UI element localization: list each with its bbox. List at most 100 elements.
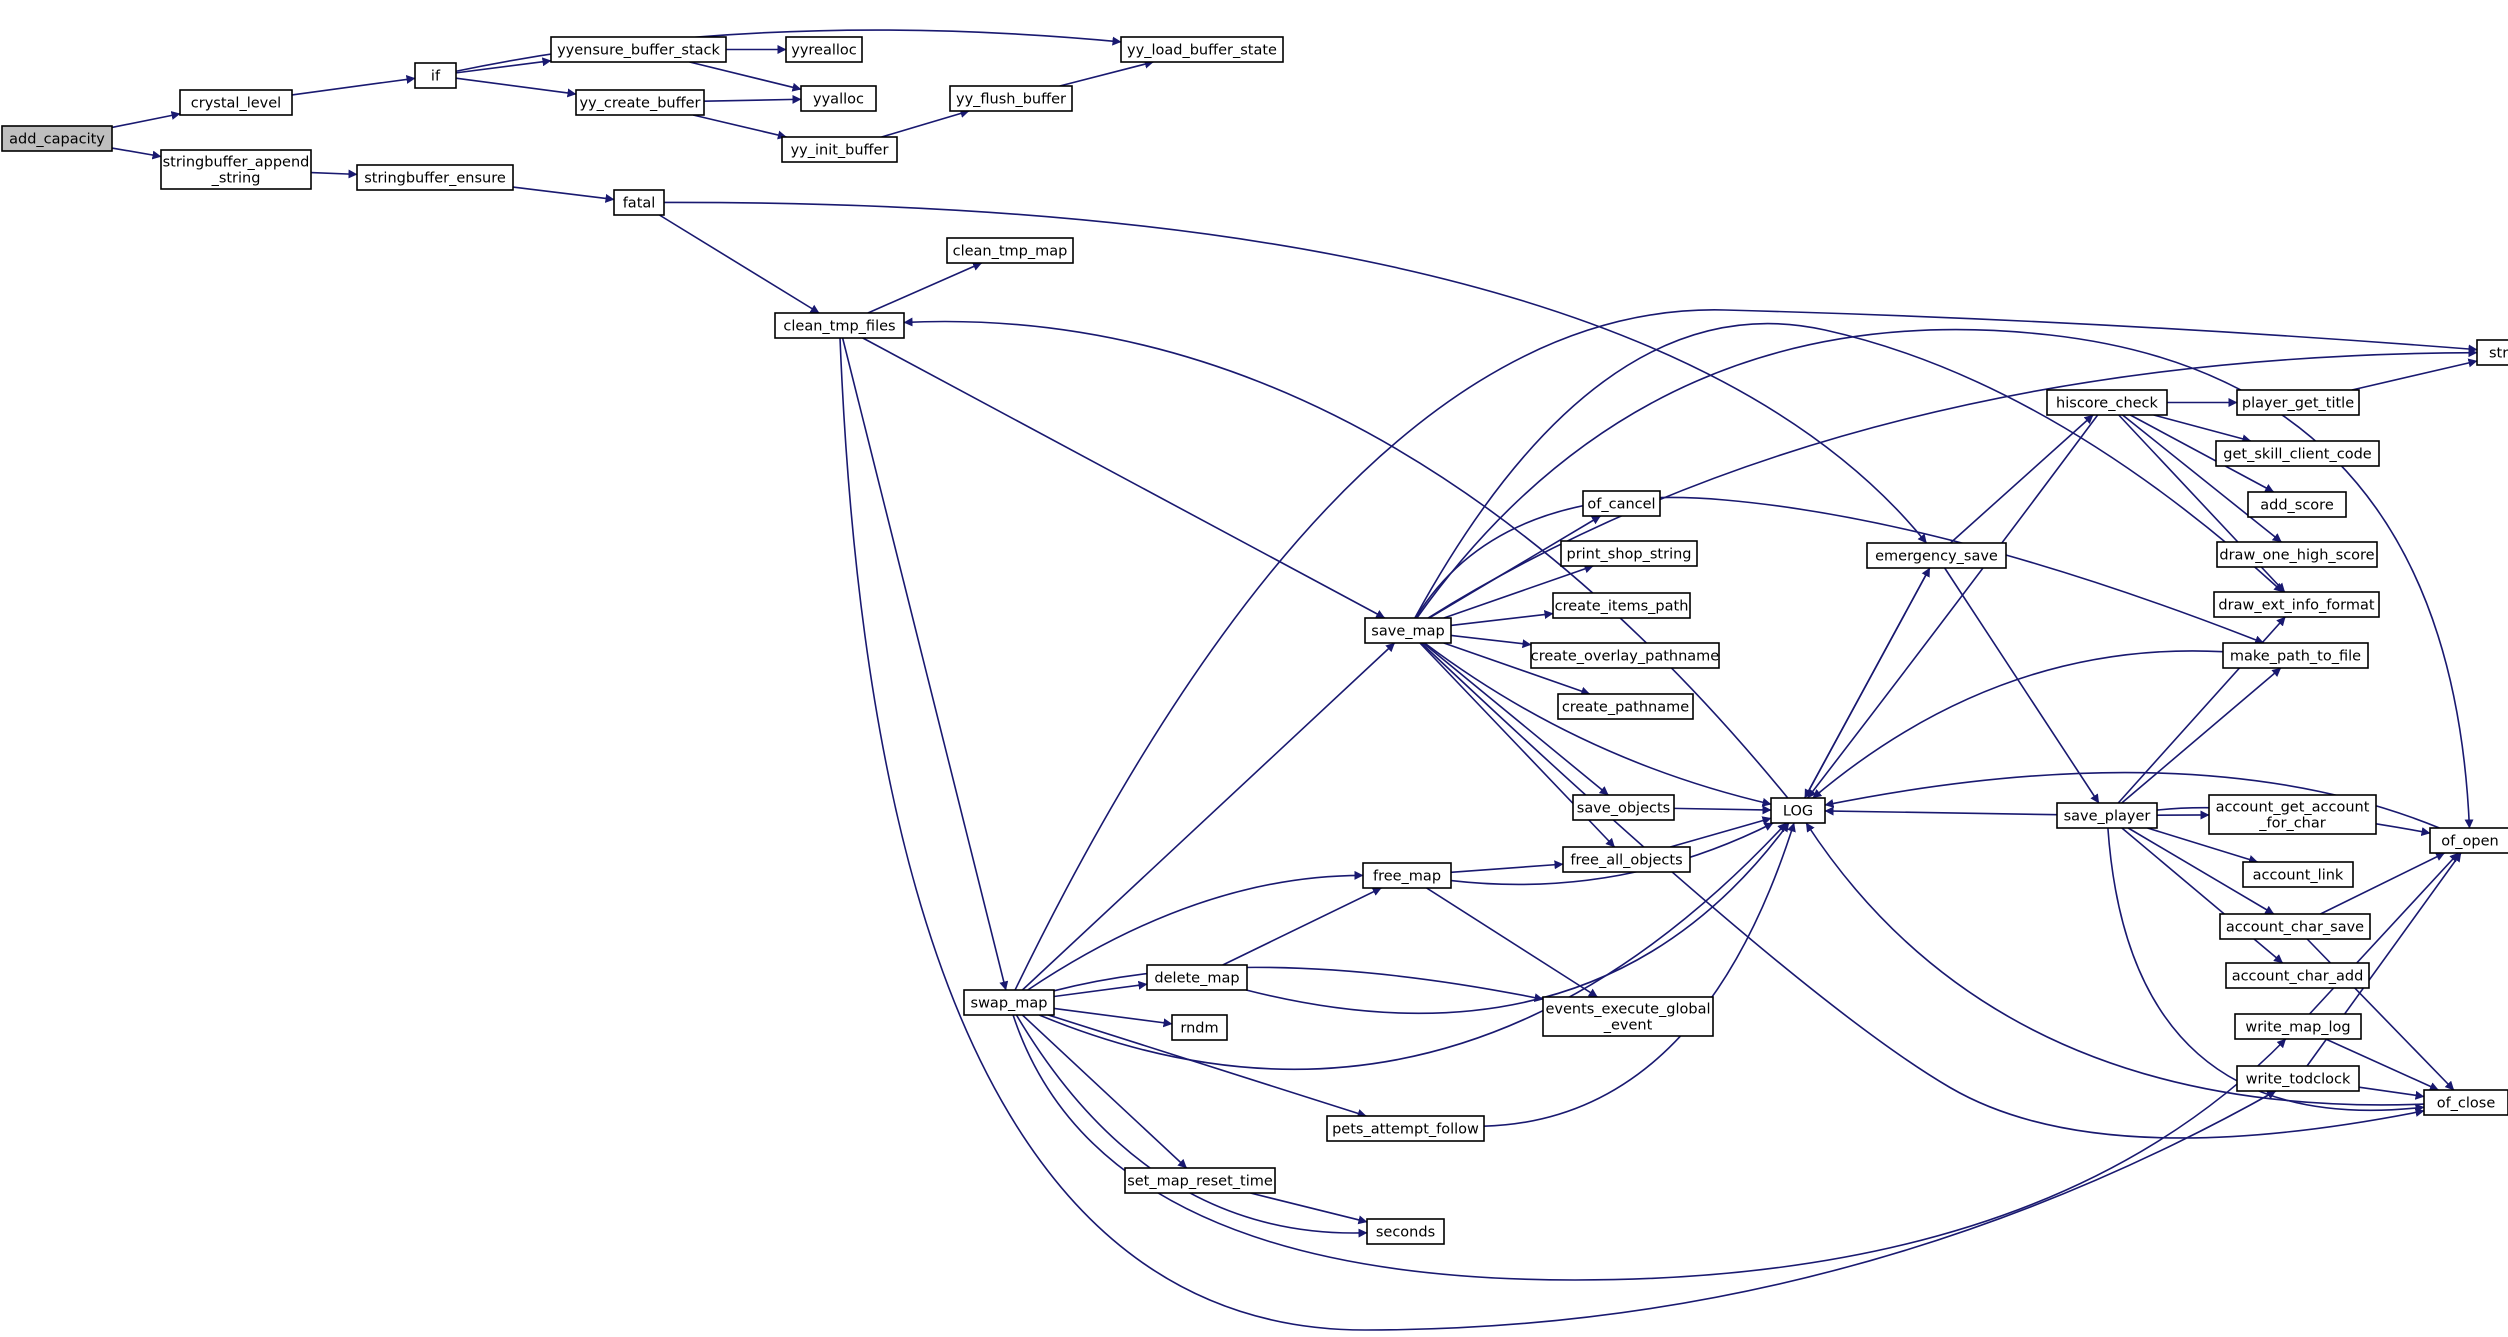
edge-swap_map-to-events_execute_global_event: [1053, 966, 1544, 1003]
node-label-save_player: save_player: [2064, 809, 2151, 825]
node-label-add_capacity: add_capacity: [9, 132, 105, 148]
node-label-emergency_save: emergency_save: [1875, 549, 1998, 565]
edge-emergency_save-to-hiscore_check: [1949, 414, 2094, 544]
node-label-of_close: of_close: [2437, 1096, 2496, 1112]
node-account_link[interactable]: account_link: [2242, 861, 2354, 888]
edge-fatal-to-clean_tmp_files: [658, 214, 820, 314]
node-stringbuffer_append_string[interactable]: stringbuffer_append_string: [160, 149, 312, 190]
node-fatal[interactable]: fatal: [613, 189, 665, 216]
node-yy_flush_buffer[interactable]: yy_flush_buffer: [949, 85, 1073, 112]
node-write_map_log[interactable]: write_map_log: [2234, 1013, 2362, 1040]
edge-if-to-yy_create_buffer: [455, 77, 577, 98]
node-account_get_account_for_char[interactable]: account_get_account_for_char: [2208, 794, 2377, 835]
node-label-hiscore_check: hiscore_check: [2056, 396, 2158, 412]
node-stringbuffer_ensure[interactable]: stringbuffer_ensure: [356, 164, 514, 191]
node-events_execute_global_event[interactable]: events_execute_global_event: [1542, 996, 1714, 1037]
node-pets_attempt_follow[interactable]: pets_attempt_follow: [1326, 1115, 1485, 1142]
edge-swap_map-to-LOG: [1038, 822, 1787, 1071]
node-label-of_cancel: of_cancel: [1587, 497, 1655, 513]
node-clean_tmp_files[interactable]: clean_tmp_files: [774, 312, 905, 339]
edge-fatal-to-emergency_save: [663, 201, 1928, 544]
node-free_all_objects[interactable]: free_all_objects: [1562, 846, 1691, 873]
node-draw_ext_info_format[interactable]: draw_ext_info_format: [2213, 591, 2380, 618]
node-save_map[interactable]: save_map: [1364, 617, 1452, 644]
node-yyalloc[interactable]: yyalloc: [800, 85, 877, 112]
node-box-stringbuffer_append_string: [160, 149, 312, 190]
node-label-yy_create_buffer: yy_create_buffer: [580, 96, 701, 112]
node-add_capacity[interactable]: add_capacity: [1, 125, 113, 152]
node-account_char_add[interactable]: account_char_add: [2225, 962, 2370, 989]
edge-hiscore_check-to-LOG: [1806, 414, 2099, 799]
node-crystal_level[interactable]: crystal_level: [179, 89, 293, 116]
node-set_map_reset_time[interactable]: set_map_reset_time: [1124, 1167, 1276, 1194]
node-write_todclock[interactable]: write_todclock: [2236, 1065, 2360, 1092]
edge-save_map-to-save_objects: [1422, 642, 1609, 796]
edge-save_map-to-of_close: [1420, 642, 2425, 1139]
edge-save_player-to-make_path_to_file: [2121, 667, 2282, 804]
node-draw_one_high_score[interactable]: draw_one_high_score: [2216, 541, 2378, 568]
node-hiscore_check[interactable]: hiscore_check: [2046, 389, 2168, 416]
node-box-pets_attempt_follow: [1326, 1115, 1485, 1142]
node-swap_map[interactable]: swap_map: [963, 989, 1055, 1016]
node-create_items_path[interactable]: create_items_path: [1552, 592, 1691, 619]
node-delete_map[interactable]: delete_map: [1146, 964, 1248, 991]
edge-free_map-to-LOG: [1450, 822, 1774, 886]
edge-add_capacity-to-crystal_level: [111, 111, 181, 129]
edge-clean_tmp_files-to-save_map: [862, 337, 1386, 619]
node-of_cancel[interactable]: of_cancel: [1582, 490, 1661, 517]
node-label-add_score: add_score: [2260, 498, 2334, 514]
node-box-create_overlay_pathname: [1530, 642, 1720, 669]
node-save_player[interactable]: save_player: [2056, 802, 2158, 829]
node-create_pathname[interactable]: create_pathname: [1557, 693, 1694, 720]
node-save_objects[interactable]: save_objects: [1572, 794, 1675, 821]
node-free_map[interactable]: free_map: [1362, 862, 1452, 889]
node-label-yy_flush_buffer: yy_flush_buffer: [956, 92, 1066, 108]
node-label-clean_tmp_map: clean_tmp_map: [953, 244, 1068, 260]
node-yy_init_buffer[interactable]: yy_init_buffer: [781, 136, 898, 163]
node-seconds[interactable]: seconds: [1366, 1218, 1445, 1245]
edge-save_player-to-account_char_save: [2127, 827, 2275, 915]
node-if[interactable]: if: [414, 62, 457, 89]
node-of_close[interactable]: of_close: [2423, 1089, 2508, 1116]
edge-delete_map-to-free_map: [1222, 887, 1382, 966]
node-yy_load_buffer_state[interactable]: yy_load_buffer_state: [1120, 36, 1284, 63]
node-make_path_to_file[interactable]: make_path_to_file: [2222, 642, 2369, 669]
edge-hiscore_check-to-add_score: [2129, 414, 2275, 493]
edge-yy_create_buffer-to-yy_init_buffer: [692, 114, 787, 140]
node-label-stringbuffer_ensure: stringbuffer_ensure: [364, 171, 506, 187]
node-of_open[interactable]: of_open: [2429, 827, 2508, 854]
node-clean_tmp_map[interactable]: clean_tmp_map: [946, 237, 1074, 264]
node-box-save_map: [1364, 617, 1452, 644]
node-label-crystal_level: crystal_level: [191, 96, 281, 112]
node-yy_create_buffer[interactable]: yy_create_buffer: [575, 89, 705, 116]
node-account_char_save[interactable]: account_char_save: [2219, 913, 2371, 940]
node-label-stringbuffer_append_string-line-2: _string: [211, 171, 261, 187]
node-box-write_map_log: [2234, 1013, 2362, 1040]
edge-save_map-to-make_path_to_file: [1414, 496, 2265, 645]
node-yyrealloc[interactable]: yyrealloc: [785, 36, 863, 63]
node-strlcpy[interactable]: strlcpy: [2476, 339, 2508, 366]
edge-save_map-to-of_open: [1416, 328, 2474, 829]
node-rndm[interactable]: rndm: [1171, 1014, 1228, 1041]
node-label-fatal: fatal: [623, 196, 656, 212]
node-label-player_get_title: player_get_title: [2242, 396, 2354, 412]
node-label-save_objects: save_objects: [1577, 801, 1670, 817]
edge-yy_flush_buffer-to-yy_load_buffer_state: [1059, 59, 1154, 87]
node-box-of_open: [2429, 827, 2508, 854]
edge-delete_map-to-LOG: [1245, 822, 1790, 1015]
edge-save_map-to-LOG: [1424, 642, 1772, 807]
node-player_get_title[interactable]: player_get_title: [2236, 389, 2360, 416]
edge-swap_map-to-strlcpy: [1014, 309, 2478, 991]
node-box-add_capacity: [1, 125, 113, 152]
node-box-strlcpy: [2476, 339, 2508, 366]
node-LOG[interactable]: LOG: [1770, 797, 1826, 824]
node-label-save_map: save_map: [1371, 624, 1444, 640]
node-create_overlay_pathname[interactable]: create_overlay_pathname: [1530, 642, 1720, 669]
node-get_skill_client_code[interactable]: get_skill_client_code: [2215, 440, 2380, 467]
node-add_score[interactable]: add_score: [2247, 491, 2347, 518]
node-emergency_save[interactable]: emergency_save: [1866, 542, 2007, 569]
node-print_shop_string[interactable]: print_shop_string: [1560, 540, 1698, 567]
node-label-of_open: of_open: [2441, 834, 2498, 850]
node-yyensure_buffer_stack[interactable]: yyensure_buffer_stack: [550, 36, 727, 63]
